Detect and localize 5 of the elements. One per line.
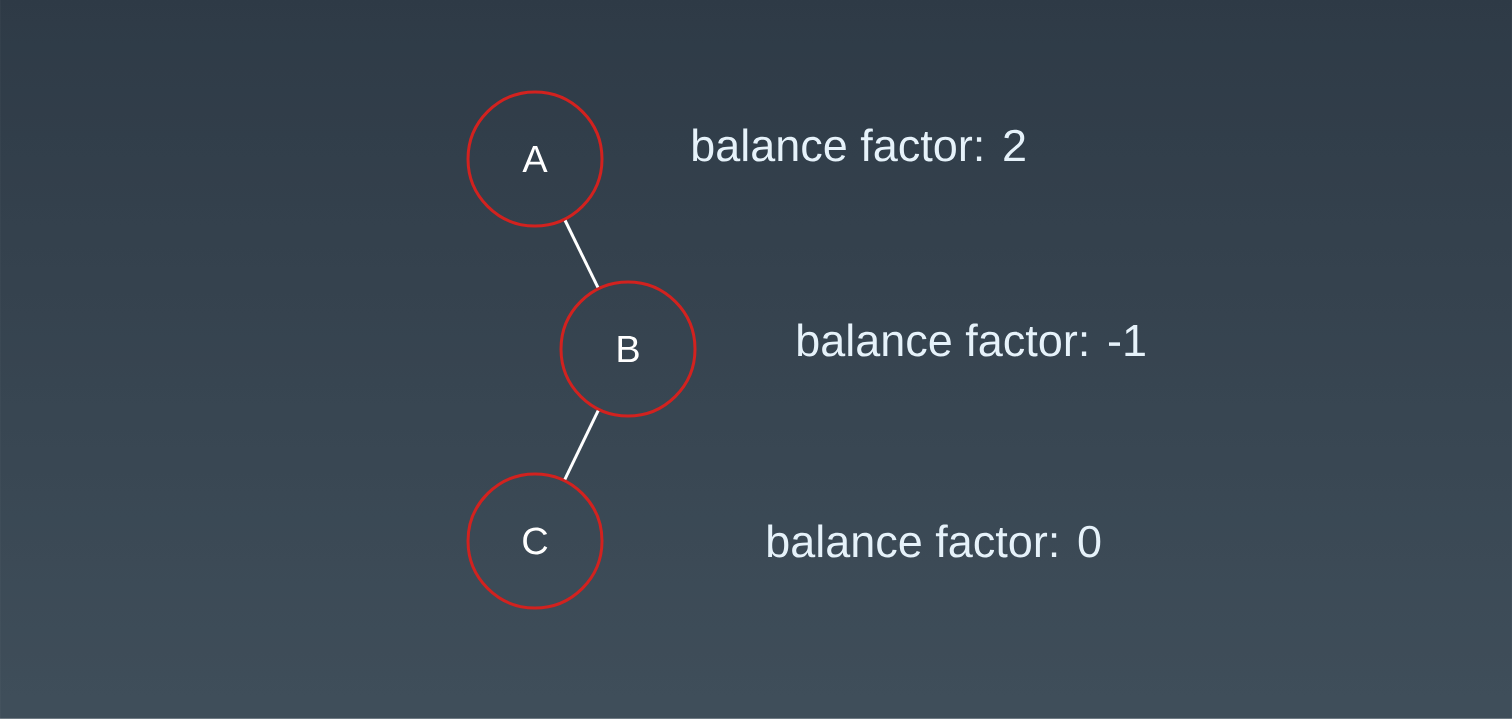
tree-edge [563,219,600,289]
tree-edge [563,409,600,480]
annotation-text: balance factor: 2 [693,128,1025,162]
annotation-text: balance factor: 0 [768,524,1101,558]
annotation-text: balance factor: -1 [798,323,1145,357]
